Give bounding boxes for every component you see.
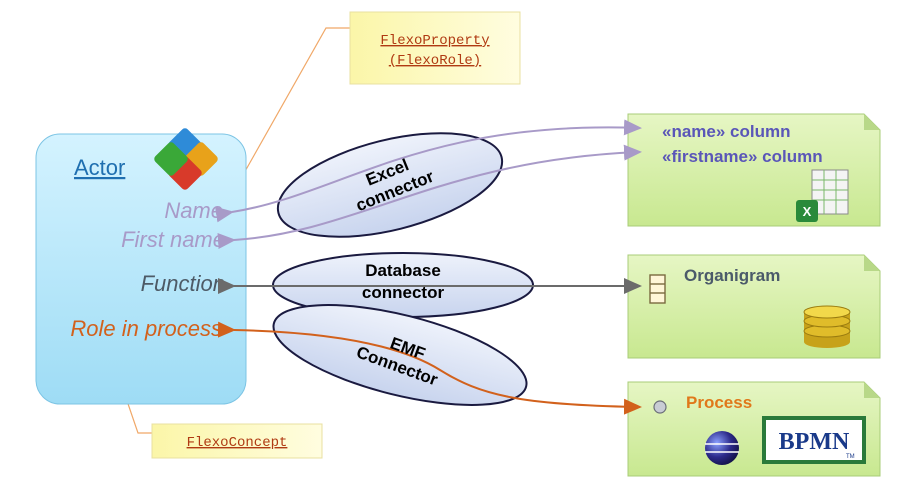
excel-firstname-column[interactable]: «firstname» column	[662, 147, 823, 166]
svg-text:X: X	[803, 204, 812, 219]
flexo-property-note: FlexoProperty (FlexoRole)	[349, 11, 521, 85]
excel-name-column[interactable]: «name» column	[662, 122, 791, 141]
bpmn-logo: BPMN TM	[762, 416, 866, 464]
excel-panel[interactable]: «name» column «firstname» column X	[627, 113, 881, 227]
database-panel[interactable]: Organigram	[627, 254, 881, 359]
excel-spreadsheet-icon: X	[796, 169, 849, 222]
flexo-concept-note: FlexoConcept	[151, 423, 323, 459]
attribute-name[interactable]: Name	[164, 198, 223, 223]
database-icon	[803, 305, 851, 348]
flexo-role-label: (FlexoRole)	[389, 53, 481, 69]
process-title[interactable]: Process	[686, 393, 752, 412]
attribute-first-name[interactable]: First name	[121, 227, 225, 252]
bpmn-tm-text: TM	[846, 454, 855, 460]
firstname-mapping-arrow	[217, 144, 642, 250]
concept-puzzle-icon	[154, 128, 218, 190]
process-node-icon	[653, 400, 667, 414]
database-connector-label-2: connector	[362, 283, 445, 302]
actor-concept-box[interactable]: Actor Name First name Function Role in p…	[35, 127, 247, 405]
database-connector-label-1: Database	[365, 261, 441, 280]
attribute-role-in-process[interactable]: Role in process	[70, 316, 222, 341]
attribute-function[interactable]: Function	[141, 271, 225, 296]
table-entity-icon	[649, 274, 666, 304]
organigram-title[interactable]: Organigram	[684, 266, 780, 285]
actor-title: Actor	[74, 155, 125, 180]
bpmn-logo-text: BPMN	[779, 429, 850, 455]
flexo-concept-label: FlexoConcept	[187, 435, 288, 451]
flexo-concept-callout-line	[124, 394, 152, 434]
eclipse-emf-icon	[705, 431, 739, 465]
role-mapping-arrow	[217, 321, 642, 415]
process-panel[interactable]: Process BPMN TM	[627, 381, 881, 477]
flexo-property-label: FlexoProperty	[380, 33, 489, 49]
